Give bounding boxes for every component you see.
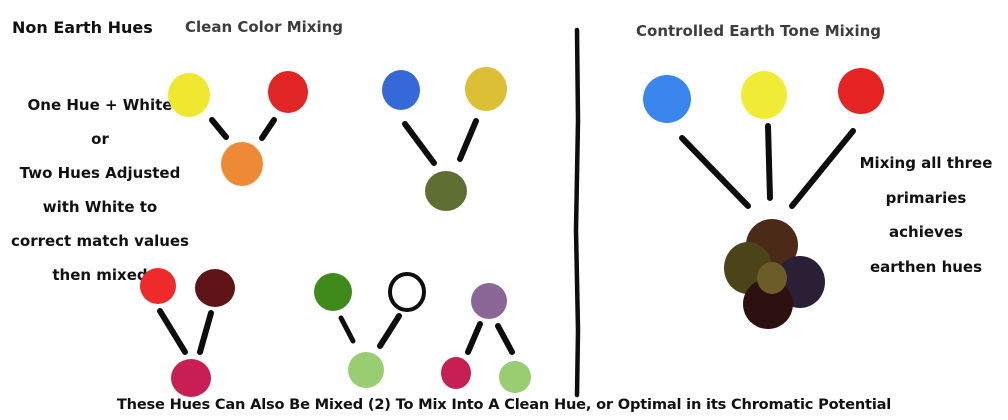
mix-stroke bbox=[457, 118, 479, 162]
mix-stroke bbox=[197, 310, 214, 355]
left-note-line-4: with White to bbox=[42, 198, 158, 216]
non-earth-hues-title: Non Earth Hues bbox=[12, 18, 153, 37]
earth-tone-mixing-title: Controlled Earth Tone Mixing bbox=[636, 22, 882, 40]
crimson-swatch bbox=[171, 359, 211, 397]
white-swatch bbox=[388, 272, 426, 312]
bright-red-swatch bbox=[140, 268, 176, 304]
light-green-small-swatch bbox=[499, 361, 531, 393]
left-note-line-1: One Hue + White bbox=[27, 96, 173, 114]
mix-stroke bbox=[789, 128, 856, 209]
section-divider bbox=[573, 27, 581, 398]
left-note-line-6: then mixed bbox=[52, 266, 148, 284]
primary-red-swatch bbox=[838, 68, 884, 114]
clean-color-mixing-title: Clean Color Mixing bbox=[185, 18, 344, 36]
mix-stroke bbox=[157, 308, 188, 355]
right-note-line-3: achieves bbox=[889, 223, 963, 241]
bottom-caption: These Hues Can Also Be Mixed (2) To Mix … bbox=[116, 396, 892, 413]
mix-stroke bbox=[495, 323, 515, 355]
right-note-line-2: primaries bbox=[885, 188, 967, 207]
left-note-line-3: Two Hues Adjusted bbox=[19, 164, 181, 182]
left-note-line-5: correct match values bbox=[11, 232, 189, 250]
right-explanation: Mixing all three primaries achieves eart… bbox=[848, 146, 1004, 284]
mix-stroke bbox=[377, 313, 402, 349]
yellow-swatch bbox=[168, 73, 210, 117]
mix-stroke bbox=[338, 315, 356, 344]
red-swatch bbox=[268, 71, 308, 113]
blue-swatch bbox=[382, 70, 420, 110]
maroon-swatch bbox=[195, 269, 235, 307]
left-note-line-2: or bbox=[91, 130, 109, 148]
green-swatch bbox=[314, 273, 352, 311]
left-explanation: One Hue + White or Two Hues Adjusted wit… bbox=[0, 88, 200, 292]
primary-yellow-swatch bbox=[741, 71, 787, 119]
orange-swatch bbox=[221, 142, 263, 186]
olive-swatch bbox=[425, 171, 467, 211]
mix-stroke bbox=[402, 121, 437, 166]
mauve-swatch bbox=[471, 283, 507, 319]
earth-dark-swatch bbox=[743, 279, 793, 329]
mix-stroke bbox=[679, 135, 751, 209]
right-note-line-1: Mixing all three bbox=[859, 154, 993, 172]
primary-blue-swatch bbox=[643, 75, 691, 123]
mix-stroke bbox=[259, 117, 277, 141]
mix-stroke bbox=[465, 321, 483, 355]
ochre-swatch bbox=[465, 67, 507, 111]
earth-khaki-swatch bbox=[757, 262, 787, 294]
mix-stroke bbox=[765, 123, 773, 201]
crimson-small-swatch bbox=[441, 357, 471, 389]
right-note-line-4: earthen hues bbox=[869, 257, 983, 276]
mix-stroke bbox=[209, 117, 229, 140]
light-green-swatch bbox=[348, 352, 384, 388]
